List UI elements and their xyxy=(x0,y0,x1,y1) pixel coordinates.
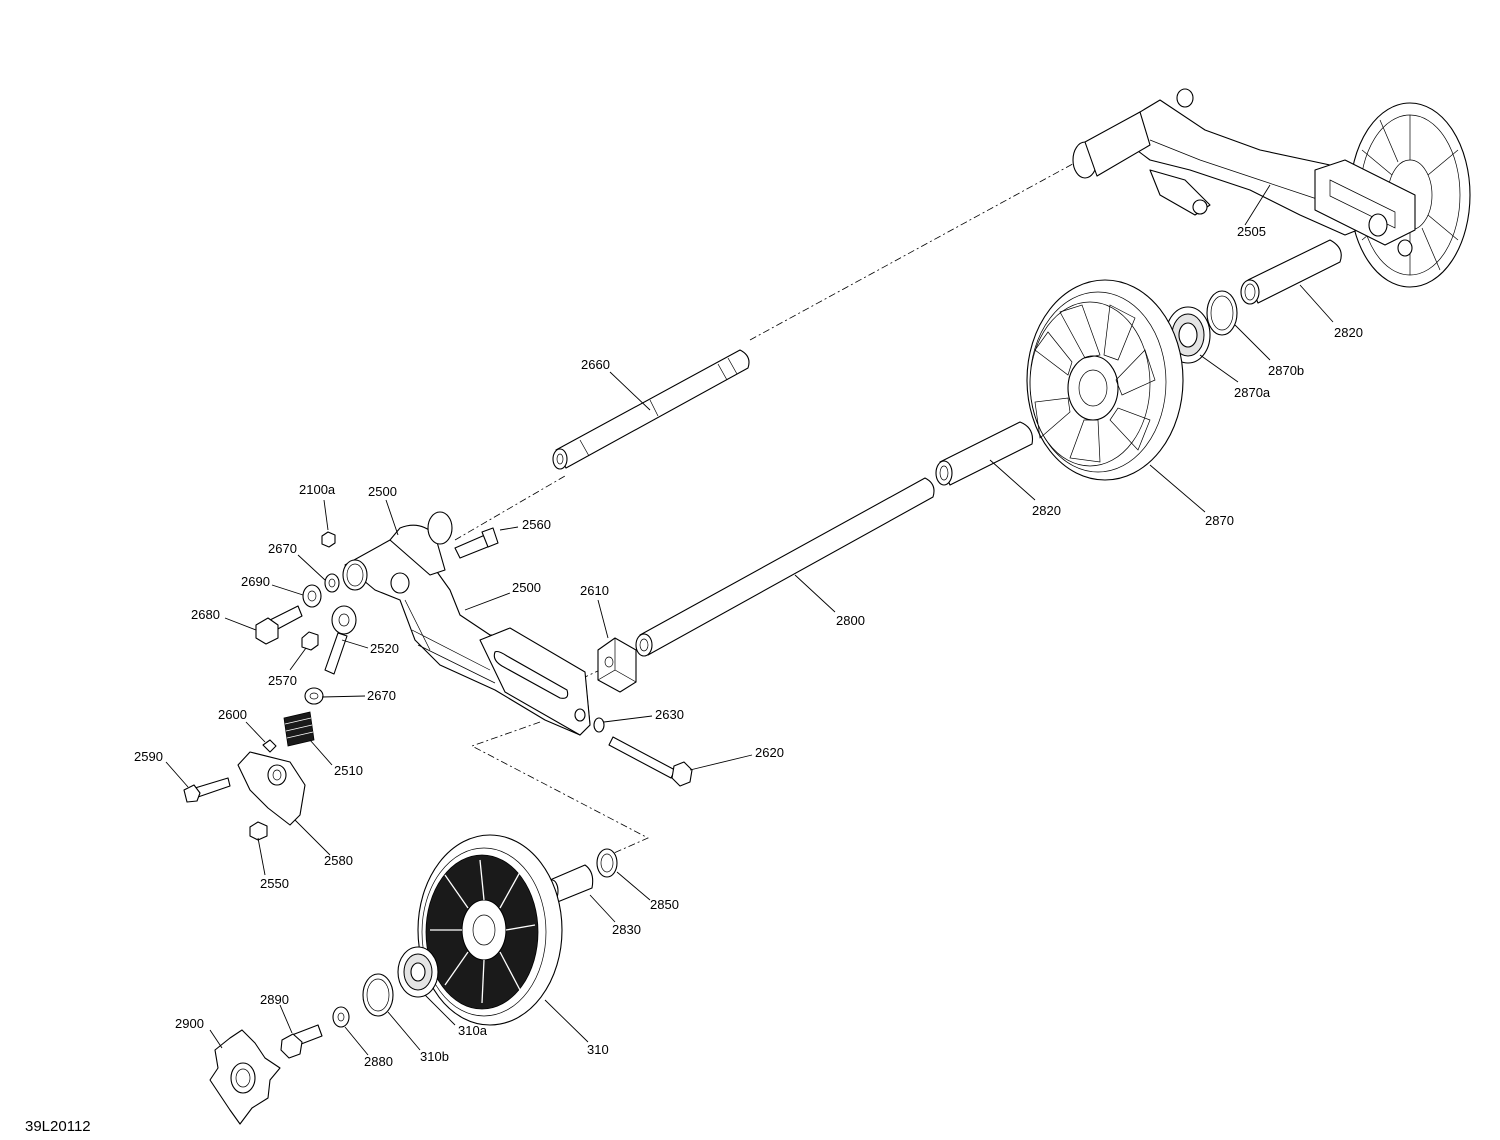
callout-2510: 2510 xyxy=(334,763,363,778)
callout-2610: 2610 xyxy=(580,583,609,598)
shaft-2800 xyxy=(635,477,935,657)
callout-2570: 2570 xyxy=(268,673,297,688)
callout-2800: 2800 xyxy=(836,613,865,628)
bolt-2560 xyxy=(454,527,499,559)
assembly-centerlines xyxy=(454,159,1381,861)
callout-2870: 2870 xyxy=(1205,513,1234,528)
washer-2670-upper xyxy=(324,573,340,593)
bolt-2680 xyxy=(255,605,303,645)
wheel-310 xyxy=(417,834,563,1026)
callout-2820-upper: 2820 xyxy=(1334,325,1363,340)
nut-2550 xyxy=(249,821,268,841)
spacer-2820-upper xyxy=(1240,239,1342,305)
washer-2850 xyxy=(596,848,618,878)
spring-2510 xyxy=(283,711,315,747)
callout-labels: 2505 2820 2870b 2870a 2660 2820 2870 210… xyxy=(134,224,1363,1069)
callout-2580: 2580 xyxy=(324,853,353,868)
callout-2600: 2600 xyxy=(218,707,247,722)
callout-2500-upper: 2500 xyxy=(368,484,397,499)
callout-2680: 2680 xyxy=(191,607,220,622)
nut-2100a xyxy=(321,531,336,548)
callout-2520: 2520 xyxy=(370,641,399,656)
bearing-310a xyxy=(397,946,439,998)
callout-2900: 2900 xyxy=(175,1016,204,1031)
callout-2550: 2550 xyxy=(260,876,289,891)
callout-2620: 2620 xyxy=(755,745,784,760)
callout-2670-lower: 2670 xyxy=(367,688,396,703)
bolt-2600 xyxy=(262,739,277,753)
nut-2570 xyxy=(301,631,319,651)
callout-2500-lower: 2500 xyxy=(512,580,541,595)
leader-lines xyxy=(165,184,1334,1056)
callout-2100a: 2100a xyxy=(299,482,336,497)
rear-arm-assembly-2505 xyxy=(1072,88,1471,288)
callout-2870b: 2870b xyxy=(1268,363,1304,378)
callout-2820-lower: 2820 xyxy=(1032,503,1061,518)
callout-2870a: 2870a xyxy=(1234,385,1271,400)
bolt-2890 xyxy=(280,1024,323,1059)
callout-2880: 2880 xyxy=(364,1054,393,1069)
callout-2830: 2830 xyxy=(612,922,641,937)
callout-2670-upper: 2670 xyxy=(268,541,297,556)
idler-wheel-2870 xyxy=(1026,279,1184,481)
callout-310a: 310a xyxy=(458,1023,488,1038)
callout-2630: 2630 xyxy=(655,707,684,722)
callout-2590: 2590 xyxy=(134,749,163,764)
washer-2670-lower xyxy=(304,687,324,705)
bolt-2590 xyxy=(183,777,231,803)
callout-2660: 2660 xyxy=(581,357,610,372)
callout-2505: 2505 xyxy=(1237,224,1266,239)
callout-2890: 2890 xyxy=(260,992,289,1007)
callout-2690: 2690 xyxy=(241,574,270,589)
washer-2880 xyxy=(332,1006,350,1028)
shaft-2660 xyxy=(552,349,750,470)
document-id: 39L20112 xyxy=(25,1118,91,1135)
spacer-2820-lower xyxy=(935,421,1034,486)
bracket-2580 xyxy=(237,751,306,826)
block-2610 xyxy=(597,637,637,693)
circlip-2870b xyxy=(1206,290,1238,336)
bolt-2620 xyxy=(608,736,693,787)
star-plate-2900 xyxy=(209,1029,281,1125)
rod-end-2520 xyxy=(324,605,357,675)
callout-2560: 2560 xyxy=(522,517,551,532)
callout-310: 310 xyxy=(587,1042,609,1057)
washer-2690 xyxy=(302,584,322,608)
circlip-310b xyxy=(362,973,394,1017)
callout-310b: 310b xyxy=(420,1049,449,1064)
washer-2630 xyxy=(593,717,605,733)
swing-arm-2500 xyxy=(342,511,591,736)
callout-2850: 2850 xyxy=(650,897,679,912)
